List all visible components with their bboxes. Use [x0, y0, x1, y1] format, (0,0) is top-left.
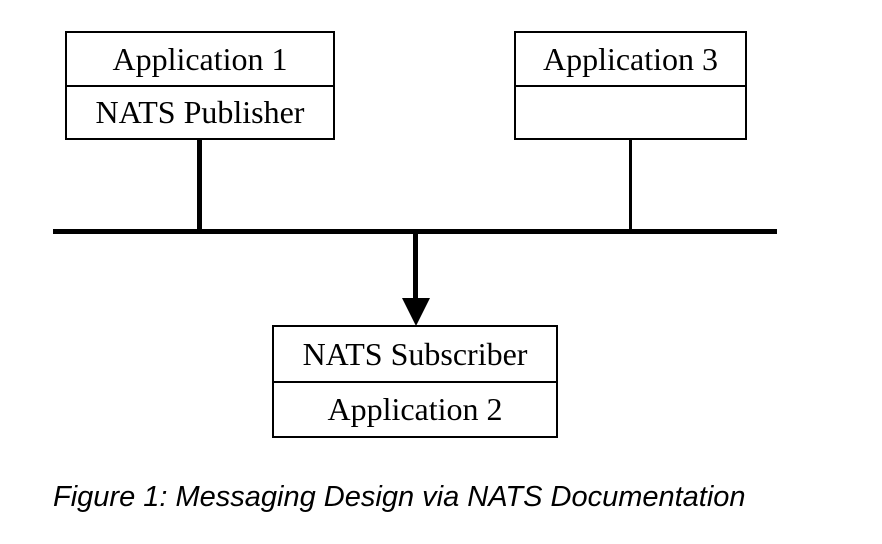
node-application-1: Application 1 NATS Publisher — [65, 31, 335, 140]
node-application-2-title: Application 2 — [327, 391, 503, 428]
connector-application-3-to-bus — [629, 140, 632, 230]
message-bus-line — [53, 229, 777, 234]
arrow-down-icon — [402, 298, 430, 326]
node-application-1-role: NATS Publisher — [95, 94, 305, 131]
node-application-3-role — [516, 87, 745, 139]
node-application-2-role: NATS Subscriber — [274, 327, 556, 383]
node-application-3: Application 3 — [514, 31, 747, 140]
node-application-3-title: Application 3 — [516, 33, 745, 87]
arrow-bus-to-application-2-stem — [413, 233, 418, 299]
figure-caption: Figure 1: Messaging Design via NATS Docu… — [53, 481, 746, 513]
connector-application-1-to-bus — [197, 140, 202, 230]
node-application-2: NATS Subscriber Application 2 — [272, 325, 558, 438]
node-application-1-title: Application 1 — [67, 33, 333, 87]
